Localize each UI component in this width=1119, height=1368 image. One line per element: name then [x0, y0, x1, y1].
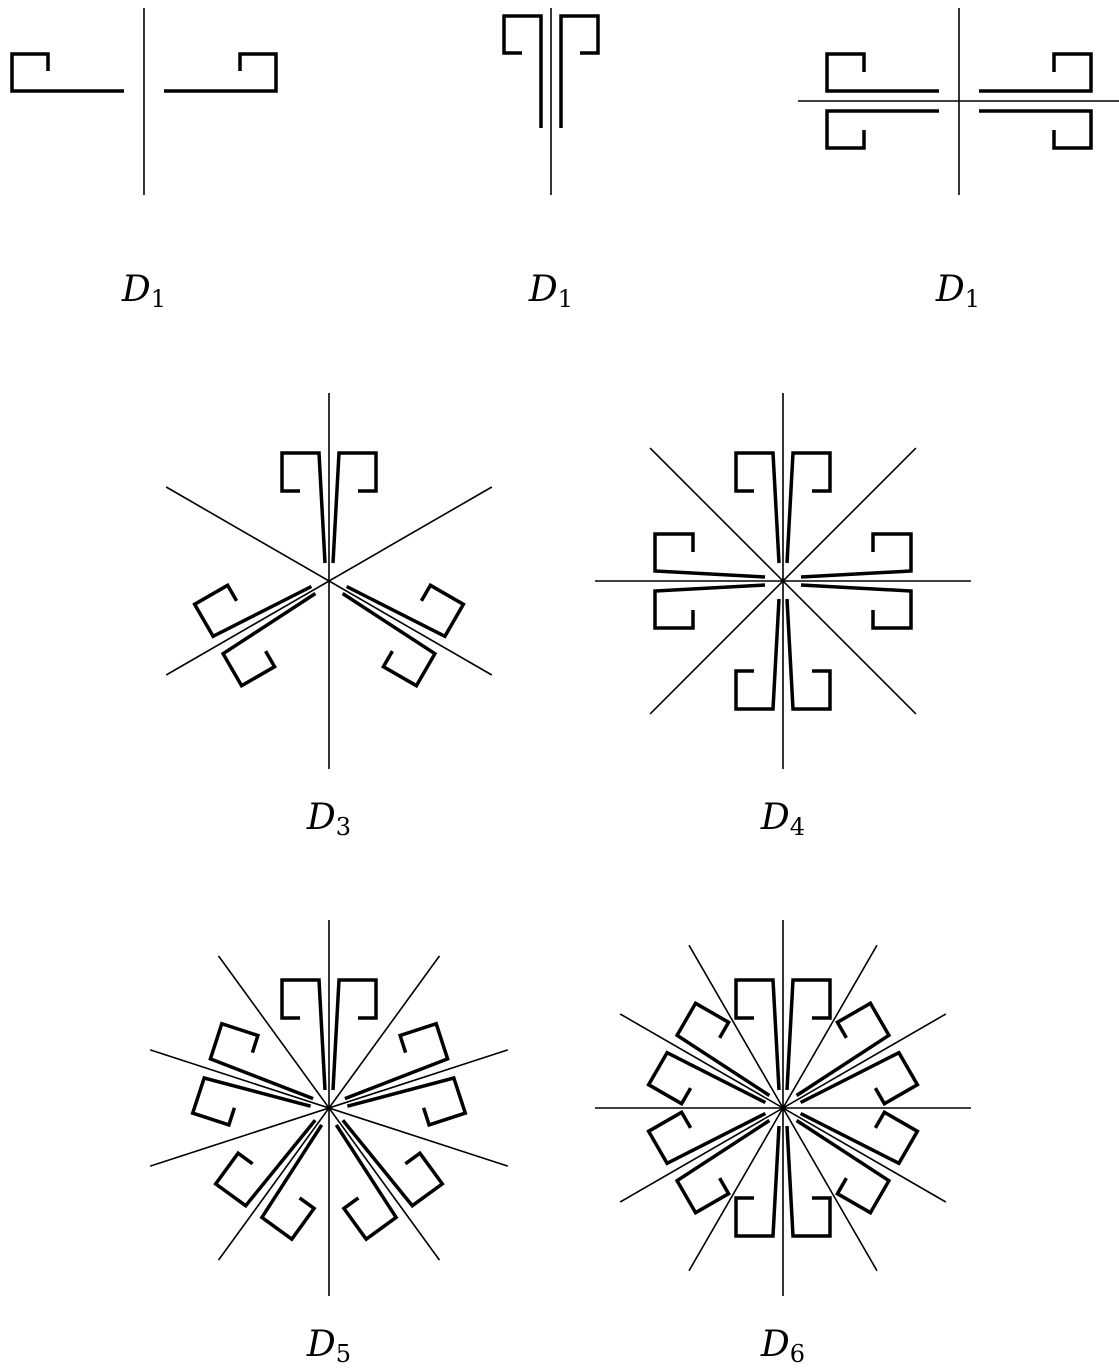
motif-left	[502, 14, 543, 128]
diagram-d6	[595, 920, 971, 1296]
motif-right	[559, 14, 600, 128]
motif-hook	[734, 978, 781, 1091]
motif-hook	[220, 592, 317, 689]
diagram-d1-a	[10, 8, 278, 195]
motif-hook	[208, 1021, 314, 1101]
motif-hook	[346, 1075, 468, 1128]
label-d1-a: D1	[121, 269, 167, 313]
motif-hook	[653, 583, 766, 630]
motif-hook	[799, 1109, 920, 1166]
motif-upper-left	[825, 52, 939, 93]
motif-left	[10, 52, 124, 93]
motif-hook	[341, 592, 438, 689]
motif-hook	[795, 1119, 892, 1216]
motif-hook	[674, 1119, 771, 1216]
label-d3: D3	[306, 797, 352, 841]
diagram-d1-c	[798, 8, 1119, 195]
mirror-line	[649, 447, 917, 715]
motif-hook	[734, 1125, 781, 1238]
motif-hook	[341, 1119, 445, 1209]
diagram-d5	[149, 920, 509, 1296]
motif-hook	[646, 1109, 767, 1166]
motif-hook	[646, 1050, 767, 1107]
label-d4: D4	[760, 797, 806, 841]
label-d1-c: D1	[935, 269, 981, 313]
motif-hook	[190, 1075, 312, 1128]
diagram-d3	[165, 393, 493, 769]
motif-hook	[280, 451, 327, 564]
motif-hook	[259, 1123, 324, 1242]
motif-hook	[345, 582, 466, 639]
motif-hook	[331, 978, 378, 1091]
mirror-line	[165, 486, 493, 676]
motif-hook	[213, 1119, 317, 1209]
motif-lower-left	[825, 109, 939, 150]
label-d5: D5	[306, 1324, 352, 1368]
motif-hook	[331, 451, 378, 564]
motif-lower-right	[979, 109, 1093, 150]
motif-hook	[785, 598, 832, 711]
motif-hook	[785, 978, 832, 1091]
diagram-d1-b	[502, 8, 600, 195]
motif-hook	[795, 1000, 892, 1097]
motif-hook	[653, 532, 766, 579]
motif-hook	[674, 1000, 771, 1097]
motif-hook	[785, 451, 832, 564]
motif-hook	[192, 582, 313, 639]
diagram-d4	[595, 393, 971, 769]
motif-hook	[800, 532, 913, 579]
motif-hook	[334, 1123, 399, 1242]
mirror-line	[217, 955, 441, 1261]
mirror-line	[688, 944, 878, 1272]
motif-hook	[734, 451, 781, 564]
label-d1-b: D1	[528, 269, 574, 313]
motif-hook	[344, 1021, 450, 1101]
motif-hook	[799, 1050, 920, 1107]
motif-upper-right	[979, 52, 1093, 93]
motif-hook	[734, 598, 781, 711]
motif-right	[164, 52, 278, 93]
motif-hook	[800, 583, 913, 630]
motif-hook	[785, 1125, 832, 1238]
motif-hook	[280, 978, 327, 1091]
label-d6: D6	[760, 1324, 806, 1368]
